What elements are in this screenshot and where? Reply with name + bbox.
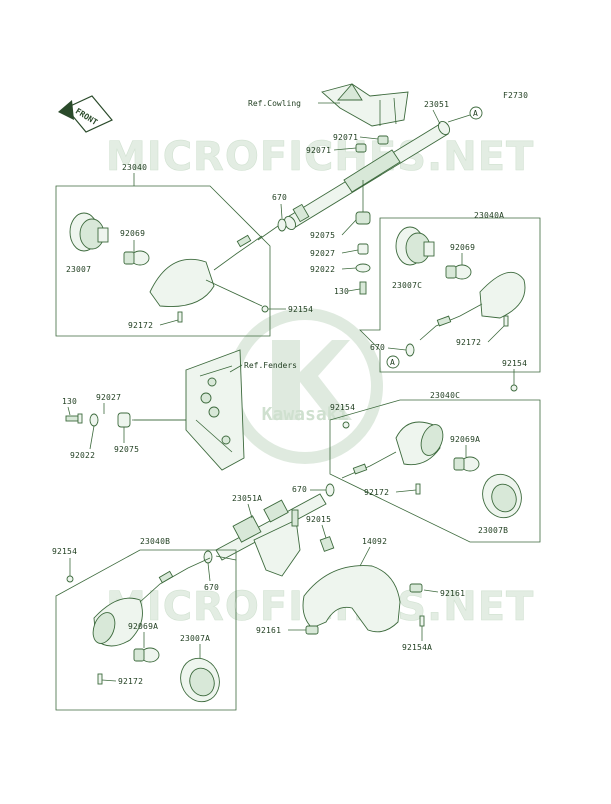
lens-23007 [69,212,109,252]
signal-housing-right-mid [341,421,444,479]
group-box-23040A [359,217,541,373]
part-92075-b: 92075 [114,445,139,454]
part-23051A: 23051A [232,494,262,503]
callout-a-right-label: A [390,358,395,367]
bulb-92069-b [445,264,472,280]
center-stack [355,211,371,295]
ref-fenders-label: Ref.Fenders [244,361,297,370]
screw-92154-d [66,575,74,583]
signal-housing-right-top [419,271,526,341]
part-23007B: 23007B [478,526,508,535]
part-14092: 14092 [362,537,387,546]
screw-92154-b [510,384,518,392]
part-23051: 23051 [424,100,449,109]
part-92161-b: 92161 [256,626,281,635]
cowling-bracket [321,83,409,127]
part-92154-c: 92154 [330,403,355,412]
part-92022-b: 92022 [70,451,95,460]
screw-92172-a [177,311,183,323]
part-92154-a: 92154 [288,305,313,314]
part-92015: 92015 [306,515,331,524]
ref-cowling-label: Ref.Cowling [248,99,301,108]
part-92027-a: 92027 [310,249,335,258]
part-92069A-b: 92069A [128,622,158,631]
part-92172-b: 92172 [456,338,481,347]
part-23040C: 23040C [430,391,460,400]
part-92172-a: 92172 [128,321,153,330]
part-92069-b: 92069 [450,243,475,252]
grommet-92161-a [409,583,423,593]
lens-23007C [395,226,435,266]
part-92071-b: 92071 [306,146,331,155]
part-670-c: 670 [292,485,307,494]
screw-92154A [419,615,425,627]
group-box-23040B [55,549,237,711]
part-92172-d: 92172 [118,677,143,686]
figure-code: F2730 [503,91,528,100]
part-92022-a: 92022 [310,265,335,274]
signal-housing-left-bottom [92,557,211,647]
group-box-23040 [55,185,271,337]
part-130-b: 130 [62,397,77,406]
o-ring-670-mid [325,483,335,497]
watermark-top: MICROFICHES.NET [106,134,534,180]
callout-a-top [469,106,483,120]
part-23007C: 23007C [392,281,422,290]
part-23040A: 23040A [474,211,504,220]
o-ring-670-left [203,550,213,564]
part-92069-a: 92069 [120,229,145,238]
part-670-d: 670 [204,583,219,592]
lens-23007A [180,657,220,703]
group-box-23040C [329,399,541,543]
clamp-92015 [319,536,335,552]
o-ring-670-right [405,343,415,357]
screw-92172-c [415,483,421,495]
part-670-a: 670 [272,193,287,202]
grommet-92161-b [305,625,319,635]
fender-bracket [185,349,245,471]
turn-signal-bar-23051 [283,120,451,231]
part-23007A: 23007A [180,634,210,643]
callout-a-top-label: A [473,109,478,118]
bulb-92069A-b [133,647,160,663]
screw-92172-b [503,315,509,327]
part-670-b: 670 [370,343,385,352]
part-92154A: 92154A [402,643,432,652]
part-23007: 23007 [66,265,91,274]
screw-92154-c [342,421,350,429]
part-23040: 23040 [122,163,147,172]
part-92161-a: 92161 [440,589,465,598]
callout-a-right [386,355,400,369]
bulb-92069A [453,456,480,472]
part-23040B: 23040B [140,537,170,546]
brand-text: Kawasaki [262,404,349,425]
part-92027-b: 92027 [96,393,121,402]
screw-92172-d [97,673,103,685]
bulb-92069-a [123,250,150,266]
front-arrow-icon: FRONT [58,95,113,133]
part-92154-b: 92154 [502,359,527,368]
part-92075-a: 92075 [310,231,335,240]
part-130-a: 130 [334,287,349,296]
part-92069A: 92069A [450,435,480,444]
part-92154-d: 92154 [52,547,77,556]
signal-housing-left-top [149,234,263,307]
lens-23007B [482,473,522,519]
part-92172-c: 92172 [364,488,389,497]
grommet-92071 [355,135,389,153]
o-ring-670-top [277,218,287,232]
screw-92154-a [261,305,269,313]
part-92071-a: 92071 [333,133,358,142]
turn-signal-bar-23051A [215,493,327,577]
